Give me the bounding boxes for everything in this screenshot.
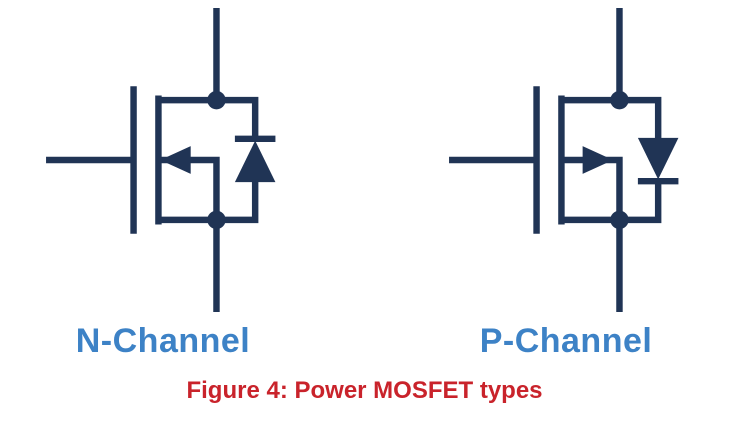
body-arrow-right-icon <box>582 146 613 174</box>
diode-branch-top <box>618 96 661 141</box>
body-arrow-left-icon <box>159 146 191 174</box>
source-node-dot <box>609 210 629 230</box>
body-connection <box>560 156 623 220</box>
source-node-dot <box>206 210 226 230</box>
diode-branch-bottom <box>618 181 661 224</box>
diode-branch-top <box>215 96 258 139</box>
diode-triangle-down-icon <box>637 137 678 180</box>
figure-4-power-mosfet-types: N-Channel <box>0 8 729 404</box>
figure-caption: Figure 4: Power MOSFET types <box>186 377 543 404</box>
drain-node-dot <box>609 90 629 110</box>
n-channel-mosfet-symbol-icon <box>45 8 275 312</box>
p-channel-mosfet-symbol-icon <box>448 8 678 312</box>
drain-node-dot <box>206 90 226 110</box>
n-channel-group: N-Channel <box>45 8 281 361</box>
p-channel-label: P-Channel <box>479 322 653 360</box>
diode-branch-bottom <box>215 179 258 224</box>
n-channel-label: N-Channel <box>75 322 251 360</box>
diode-triangle-up-icon <box>234 140 275 183</box>
mosfet-symbols-row: N-Channel <box>0 8 729 361</box>
p-channel-group: P-Channel <box>448 8 684 361</box>
